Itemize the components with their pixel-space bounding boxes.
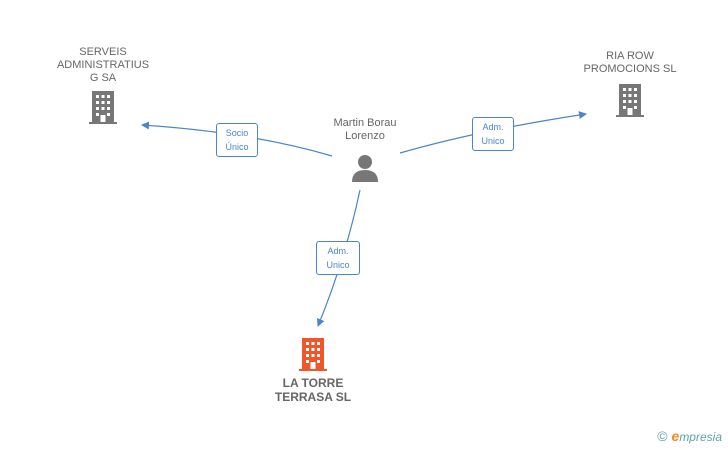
edge-label-socio-unico[interactable]: Socio Único: [216, 123, 258, 157]
node-martin[interactable]: Martin Borau Lorenzo: [310, 117, 420, 183]
brand-logo: ©empresia: [657, 428, 722, 444]
building-icon: [616, 84, 644, 117]
building-icon: [89, 91, 117, 124]
node-label-martin: Martin Borau Lorenzo: [333, 117, 397, 142]
edge-label-adm-la-torre[interactable]: Adm. Unico: [316, 241, 360, 275]
node-ria-row[interactable]: RIA ROW PROMOCIONS SL: [570, 50, 690, 118]
node-label-la-torre: LA TORRE TERRASA SL: [274, 376, 352, 404]
copyright-symbol: ©: [657, 428, 668, 444]
node-serveis[interactable]: SERVEIS ADMINISTRATIUS G SA: [48, 46, 158, 125]
edge-label-adm-ria-row[interactable]: Adm. Unico: [472, 117, 514, 151]
brand-name: mpresia: [679, 430, 722, 444]
node-label-serveis: SERVEIS ADMINISTRATIUS G SA: [56, 46, 150, 84]
node-la-torre[interactable]: LA TORRE TERRASA SL: [250, 336, 376, 404]
person-icon: [352, 155, 378, 182]
brand-e: e: [671, 428, 680, 444]
building-icon: [299, 338, 327, 371]
node-label-ria-row: RIA ROW PROMOCIONS SL: [583, 50, 677, 75]
